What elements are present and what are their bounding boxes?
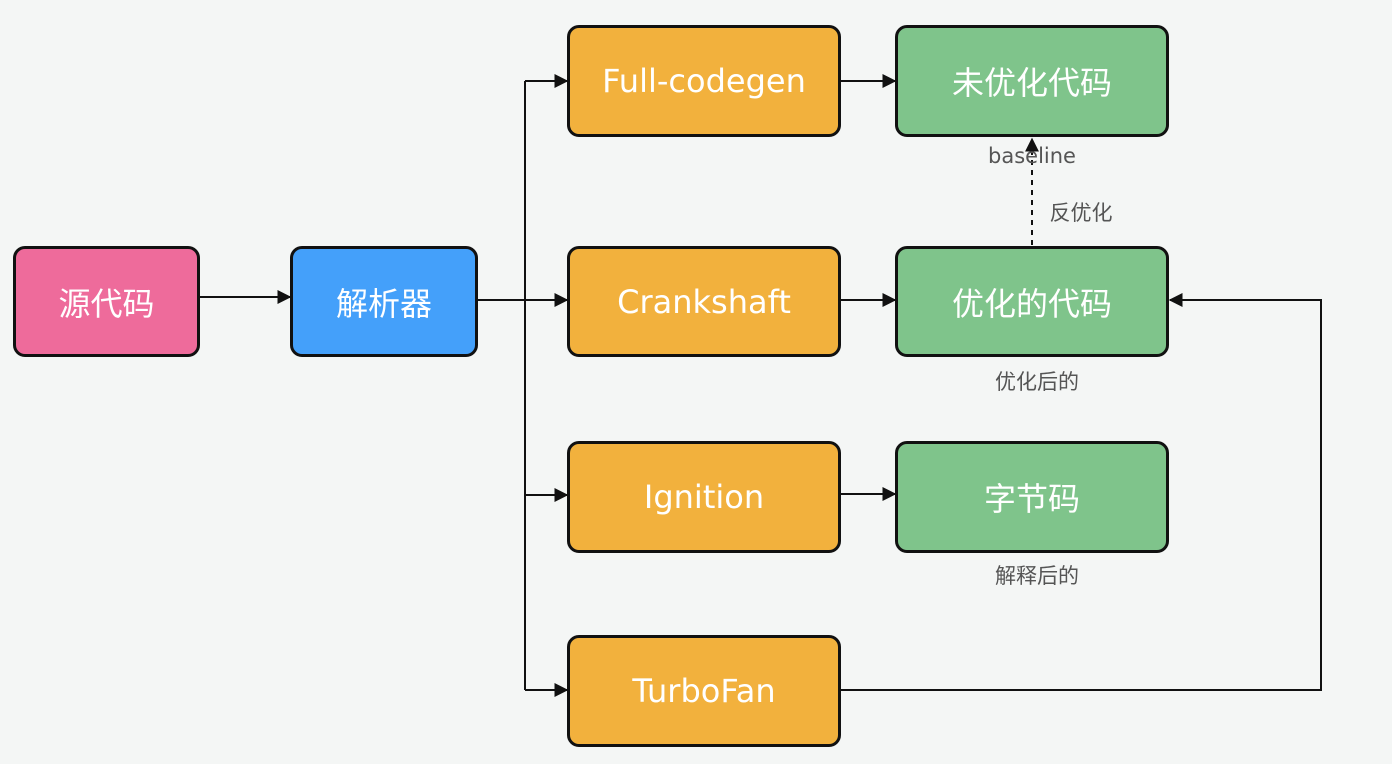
node-crankshaft: Crankshaft	[567, 246, 841, 357]
node-unoptimized-code: 未优化代码	[895, 25, 1169, 137]
node-parser: 解析器	[290, 246, 478, 357]
label-baseline: baseline	[988, 144, 1076, 168]
node-bytecode: 字节码	[895, 441, 1169, 553]
label-after-opt: 优化后的	[995, 370, 1079, 394]
label-deopt: 反优化	[1049, 201, 1113, 225]
label-after-interp: 解释后的	[995, 564, 1079, 588]
node-optimized-code: 优化的代码	[895, 246, 1169, 357]
node-turbofan: TurboFan	[567, 635, 841, 747]
node-fullcodegen: Full-codegen	[567, 25, 841, 137]
edge-turbofan-optimized	[841, 293, 1322, 691]
node-source: 源代码	[13, 246, 200, 357]
node-ignition: Ignition	[567, 441, 841, 553]
